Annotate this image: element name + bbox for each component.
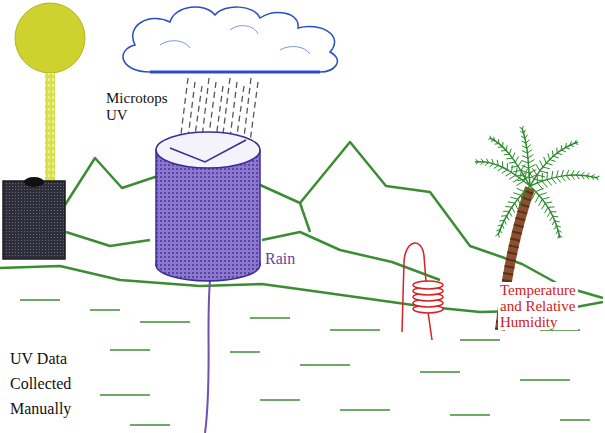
cloud — [123, 7, 337, 72]
device-sensor-cap — [24, 177, 44, 187]
palm-leaflets — [476, 126, 600, 239]
cloud-base — [150, 71, 320, 74]
palm-fronds — [475, 128, 598, 238]
cloud-detail — [160, 26, 310, 54]
sensor-shield — [413, 281, 443, 313]
sun — [15, 3, 85, 73]
rain-label: Rain — [263, 250, 297, 268]
sensor-wire — [428, 312, 432, 340]
sensor-label: Temperature and Relative Humidity — [498, 282, 578, 330]
data-note: UV Data Collected Manually — [8, 346, 76, 421]
instrument-label: Microtops UV — [104, 90, 170, 124]
rain-gauge-funnel — [170, 140, 246, 162]
rain-gauge-wire — [205, 280, 210, 433]
rain-gauge-top — [156, 132, 260, 168]
uv-beam — [45, 73, 55, 181]
microtops-uv-device — [3, 181, 65, 259]
